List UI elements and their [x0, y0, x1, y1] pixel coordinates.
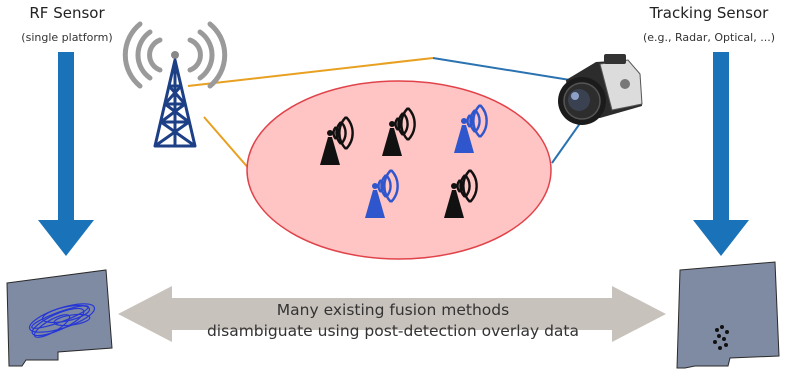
tracking-map-panel: [676, 261, 780, 369]
fusion-arrow-line1: Many existing fusion methods: [276, 301, 510, 319]
radio-tower-icon: [122, 21, 228, 148]
emitter-region-ellipse: [246, 80, 552, 260]
rf-down-arrow: [38, 52, 94, 256]
rf-connection-lines: [187, 57, 434, 171]
camera-icon: [558, 54, 643, 125]
rf-sensor-subtitle: (single platform): [21, 31, 113, 44]
tracking-sensor-title: Tracking Sensor: [649, 4, 769, 22]
fusion-arrow-caption: Many existing fusion methods disambiguat…: [170, 300, 616, 342]
tracking-down-arrow: [693, 52, 749, 256]
rf-map-panel: [6, 269, 113, 367]
fusion-arrow-line2: disambiguate using post-detection overla…: [206, 322, 580, 340]
rf-sensor-title: RF Sensor: [29, 4, 105, 22]
fusion-double-arrow: [118, 286, 666, 342]
tracking-sensor-subtitle: (e.g., Radar, Optical, ...): [642, 31, 776, 44]
